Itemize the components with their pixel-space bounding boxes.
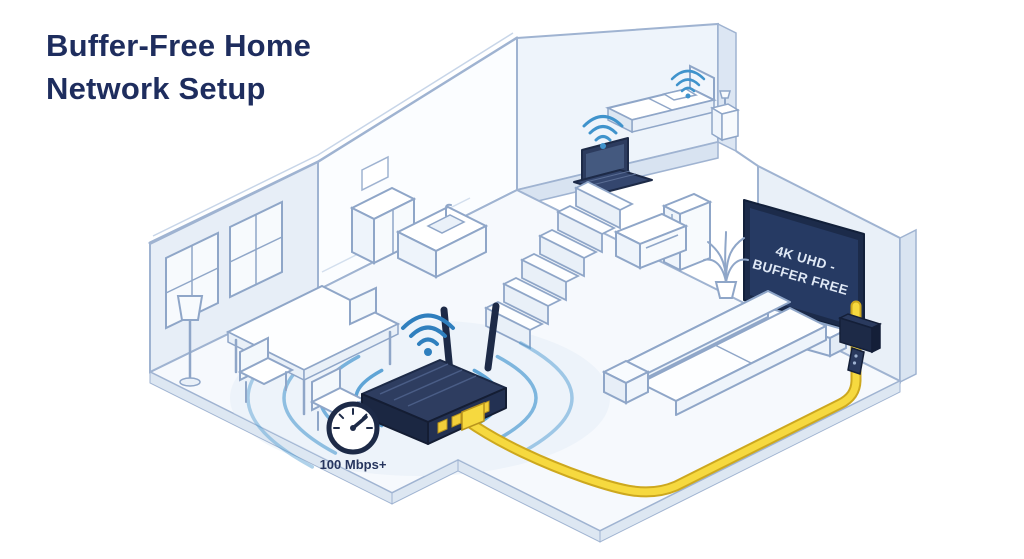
bed — [605, 64, 717, 134]
router-antenna — [484, 302, 500, 372]
pillow — [662, 88, 698, 101]
kitchen-counter — [349, 186, 489, 279]
router — [361, 302, 507, 445]
wifi-icon-router — [401, 313, 455, 356]
speed-label: 100 Mbps+ — [320, 457, 387, 472]
dining-chair — [237, 336, 295, 403]
sofa-armrest — [601, 359, 651, 405]
faucet — [445, 203, 452, 217]
sink — [426, 214, 466, 234]
window — [229, 200, 283, 299]
dining-chair — [349, 286, 377, 326]
staircase — [483, 180, 635, 350]
nightstand — [710, 90, 740, 142]
remote-control — [847, 347, 865, 375]
kitchen-stove — [613, 212, 689, 270]
picture-frame — [361, 155, 389, 192]
page-title-line2: Network Setup — [46, 71, 266, 107]
streaming-device — [838, 313, 882, 375]
ethernet-cable — [460, 300, 862, 498]
ethernet-connector — [461, 401, 485, 432]
sofa — [601, 290, 827, 416]
speed-gauge: 100 Mbps+ — [320, 401, 387, 472]
wifi-icon-bedroom — [670, 69, 706, 99]
page-title-line1: Buffer-Free Home — [46, 28, 312, 63]
floor-lamp — [176, 295, 204, 387]
page-title: Buffer-Free Home Network Setup — [46, 24, 311, 111]
upstairs-bedroom — [516, 22, 759, 207]
potted-plant — [703, 231, 749, 299]
wifi-icon-laptop — [582, 115, 624, 149]
